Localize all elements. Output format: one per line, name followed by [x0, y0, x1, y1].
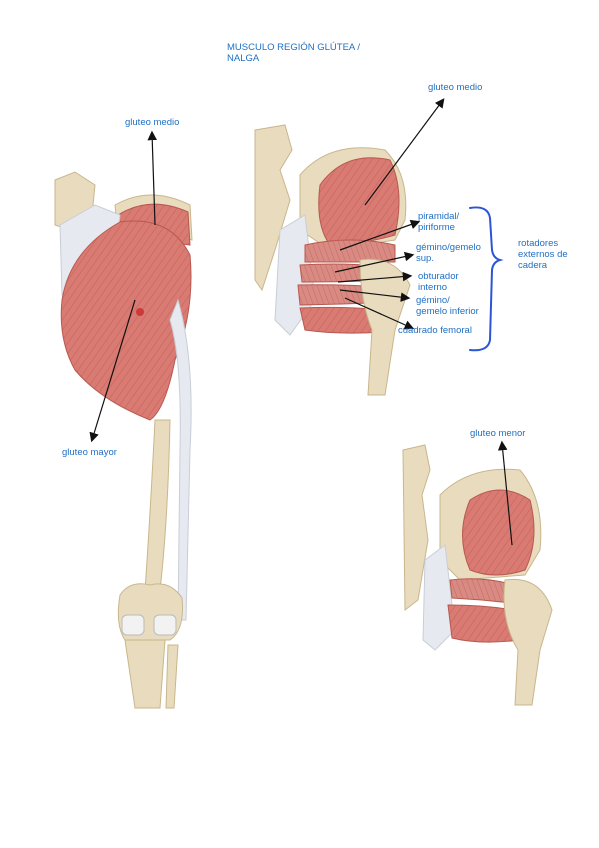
label-rotadores-line3: cadera	[518, 260, 548, 271]
label-cuadrado-femoral: cuadrado femoral	[398, 325, 472, 336]
label-gluteo-medio-left: gluteo medio	[125, 117, 180, 128]
label-gluteo-medio-right: gluteo medio	[428, 82, 483, 93]
label-gemino-inf-line1: gémino/	[416, 295, 450, 306]
label-rotadores-externos: rotadores externos de cadera	[518, 238, 568, 271]
label-obturador-interno: obturador interno	[418, 271, 459, 293]
arrow-gluteo-medio-right	[364, 98, 445, 206]
arrow-piramidal	[339, 219, 421, 251]
top-right-figure-drawing	[254, 124, 411, 396]
label-piramidal-line1: piramidal/	[418, 211, 460, 222]
label-gemino-sup-line2: sup.	[416, 253, 434, 264]
bottom-right-figure-drawing	[402, 444, 553, 706]
label-piriforme-line2: piriforme	[418, 222, 455, 233]
arrow-gluteo-medio-left	[147, 130, 158, 226]
label-piramidal: piramidal/ piriforme	[418, 211, 459, 233]
label-obturador-line1: obturador	[418, 271, 459, 282]
label-gemino-sup-line1: gémino/gemelo	[416, 242, 481, 253]
arrow-gemino-sup	[334, 251, 415, 273]
label-obturador-line2: interno	[418, 282, 448, 293]
label-gemino-superior: gémino/gemelo sup.	[416, 242, 481, 264]
title-line-2: NALGA	[227, 53, 260, 64]
label-gemino-inf-line2: gemelo inferior	[416, 306, 479, 317]
title-line-1: MUSCULO REGIÓN GLÚTEA /	[227, 42, 361, 53]
arrow-obturador	[337, 271, 413, 283]
arrow-gluteo-mayor	[89, 299, 136, 443]
arrow-gluteo-menor	[497, 440, 513, 546]
arrow-gemino-inf	[339, 289, 411, 302]
label-rotadores-line1: rotadores	[518, 238, 559, 249]
label-gemino-inferior: gémino/ gemelo inferior	[416, 295, 479, 317]
label-gluteo-menor: gluteo menor	[470, 428, 526, 439]
left-figure-drawing	[54, 170, 195, 710]
page-title: MUSCULO REGIÓN GLÚTEA / NALGA	[227, 42, 397, 64]
arrow-cuadrado	[344, 297, 415, 330]
bracket-rotadores	[469, 206, 504, 352]
label-rotadores-line2: externos de	[518, 249, 568, 260]
label-gluteo-mayor: gluteo mayor	[62, 447, 117, 458]
